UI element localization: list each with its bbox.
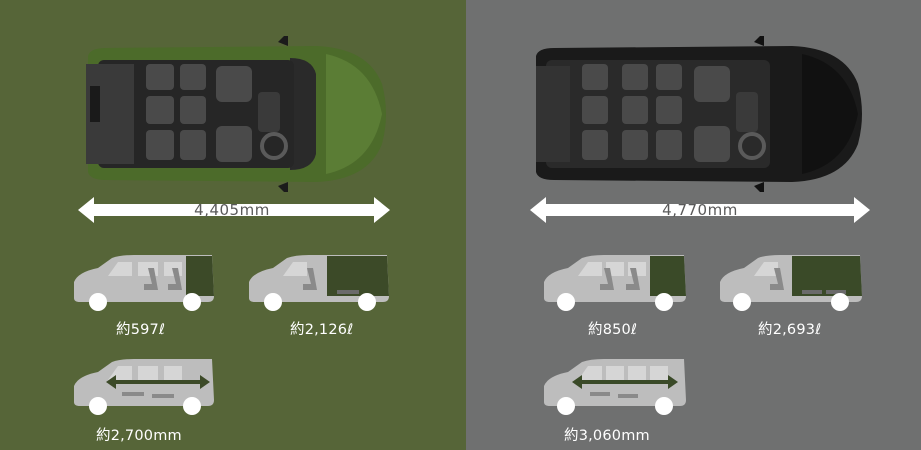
cargo-seats-folded-capacity-standard: 約2,126ℓ — [290, 322, 354, 338]
cargo-seats-up-capacity-long: 約850ℓ — [588, 322, 638, 338]
cargo-seats-up-icon — [74, 255, 214, 311]
car-top-view-long — [536, 36, 862, 192]
cargo-seats-up-icon — [544, 255, 686, 311]
standard-variant-panel: 4,405mm 約597ℓ 約2,126ℓ — [0, 0, 466, 450]
overall-length-standard: 4,405mm — [194, 201, 270, 219]
length-arrow-standard — [78, 197, 390, 223]
cargo-seats-up-capacity-standard: 約597ℓ — [116, 322, 166, 338]
interior-length-icon — [544, 359, 686, 415]
car-top-view-standard — [86, 36, 386, 192]
interior-length-long: 約3,060mm — [564, 428, 650, 444]
cargo-seats-folded-icon — [249, 255, 389, 311]
long-variant-panel: 4,770mm 約850ℓ 約2,693ℓ — [466, 0, 921, 450]
overall-length-long: 4,770mm — [662, 201, 738, 219]
length-arrow-long — [530, 197, 870, 223]
cargo-seats-folded-icon — [720, 255, 862, 311]
interior-length-standard: 約2,700mm — [96, 428, 182, 444]
interior-length-icon — [74, 359, 214, 415]
cargo-seats-folded-capacity-long: 約2,693ℓ — [758, 322, 822, 338]
